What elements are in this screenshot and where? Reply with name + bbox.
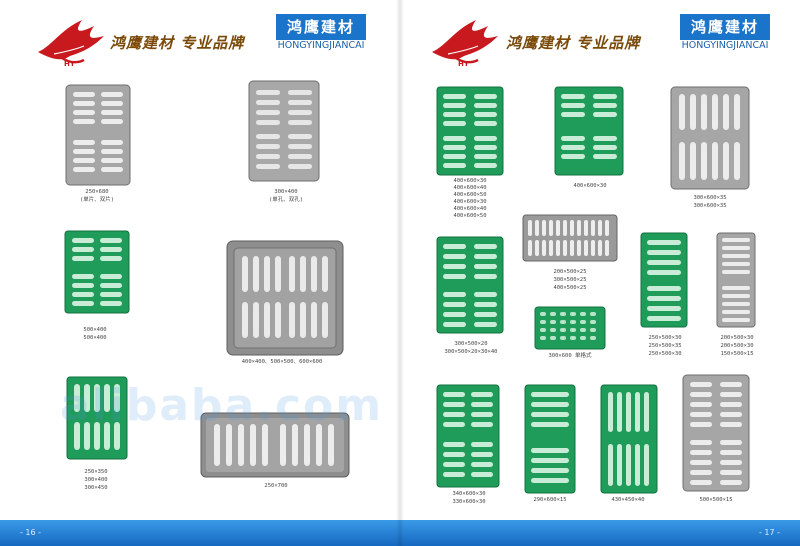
- page-header: HY 鸿鹰建材 专业品牌 鸿鹰建材 HONGYINGJIANCAI: [0, 10, 400, 70]
- catalog-page-right: HY 鸿鹰建材 专业品牌 鸿鹰建材 HONGYINGJIANCAI 400×60…: [400, 0, 800, 546]
- product-caption: 300×600×35 300×600×35: [693, 195, 727, 209]
- grate-image: [436, 86, 504, 176]
- grate-image: [436, 384, 500, 488]
- grate-image: [200, 412, 350, 478]
- brand-name: 鸿鹰建材: [276, 14, 366, 40]
- product-green-grate: [554, 86, 624, 176]
- product-caption: 250×350 300×400 300×450: [84, 469, 108, 491]
- grate-image: [64, 230, 130, 314]
- page-gutter: [396, 0, 404, 546]
- page-number: - 16 -: [20, 528, 42, 537]
- grate-image: [534, 306, 606, 350]
- brand-name: 鸿鹰建材: [680, 14, 770, 40]
- brand-pinyin: HONGYINGJIANCAI: [277, 40, 365, 51]
- product-green-grate: [436, 384, 500, 488]
- product-caption: 300×400 (单孔、双孔): [268, 189, 304, 203]
- svg-text:HY: HY: [64, 60, 76, 68]
- page-header: HY 鸿鹰建材 专业品牌 鸿鹰建材 HONGYINGJIANCAI: [400, 10, 800, 70]
- product-caption: 430×450×40: [611, 497, 645, 503]
- product-caption: 300×500×20 300×500×20×30×40: [444, 341, 498, 355]
- product-green-grate: [600, 384, 658, 494]
- product-caption: 300×600 单格式: [548, 353, 592, 359]
- product-caption: 400×600×30 400×600×40 400×600×50 400×600…: [453, 178, 487, 219]
- product-gray-wide-grate: [522, 214, 618, 262]
- product-caption: 500×500×15: [699, 497, 733, 503]
- product-caption: 250×700: [264, 483, 288, 489]
- product-caption: 200×500×25 300×500×25 400×500×25: [553, 269, 587, 291]
- product-gray-grate-300x400: [248, 80, 320, 182]
- grate-image: [66, 376, 128, 460]
- grate-image: [600, 384, 658, 494]
- page-footer: - 16 -: [0, 520, 400, 546]
- brand-pinyin: HONGYINGJIANCAI: [681, 40, 769, 51]
- product-gray-grate-250x700: [200, 412, 350, 478]
- product-caption: 250×680 (单片、双片): [79, 189, 115, 203]
- page-footer: - 17 -: [400, 520, 800, 546]
- grate-image: [65, 84, 131, 186]
- grate-image: [524, 384, 576, 494]
- product-gray-grate: [670, 86, 750, 190]
- grate-image: [640, 232, 688, 328]
- product-caption: 250×500×30 250×500×35 250×500×30: [648, 335, 682, 357]
- product-green-grate: [436, 86, 504, 176]
- product-green-flat-grate: [534, 306, 606, 350]
- grate-image: [670, 86, 750, 190]
- page-number: - 17 -: [758, 528, 780, 537]
- grate-image: [682, 374, 750, 492]
- product-green-grate: [436, 236, 504, 334]
- product-caption: 340×600×30 330×600×30: [452, 491, 486, 505]
- product-caption: 200×500×30 200×500×30 150×500×15: [720, 335, 754, 357]
- grate-image: [436, 236, 504, 334]
- product-caption: 500×400 500×400: [83, 327, 107, 341]
- product-gray-framed-grate: [226, 240, 344, 356]
- grate-image: [522, 214, 618, 262]
- product-green-grate: [524, 384, 576, 494]
- product-green-narrow-grate: [640, 232, 688, 328]
- eagle-logo-icon: HY: [38, 20, 104, 68]
- grate-image: [716, 232, 756, 328]
- eagle-logo-icon: HY: [432, 20, 498, 68]
- grate-image: [554, 86, 624, 176]
- brand-slogan: 鸿鹰建材 专业品牌: [506, 34, 641, 52]
- product-gray-grate-250x680: [65, 84, 131, 186]
- product-caption: 290×600×15: [533, 497, 567, 503]
- product-caption: 400×400、500×500、600×600: [241, 359, 323, 365]
- grate-image: [248, 80, 320, 182]
- svg-text:HY: HY: [458, 60, 470, 68]
- grate-image: [226, 240, 344, 356]
- product-green-grate-500x400: [64, 230, 130, 314]
- product-gray-narrow-grate: [716, 232, 756, 328]
- product-caption: 400×600×30: [573, 183, 607, 189]
- product-gray-grate: [682, 374, 750, 492]
- brand-slogan: 鸿鹰建材 专业品牌: [110, 34, 245, 52]
- product-green-grate-250x350: [66, 376, 128, 460]
- catalog-page-left: HY 鸿鹰建材 专业品牌 鸿鹰建材 HONGYINGJIANCAI 250×68…: [0, 10, 400, 546]
